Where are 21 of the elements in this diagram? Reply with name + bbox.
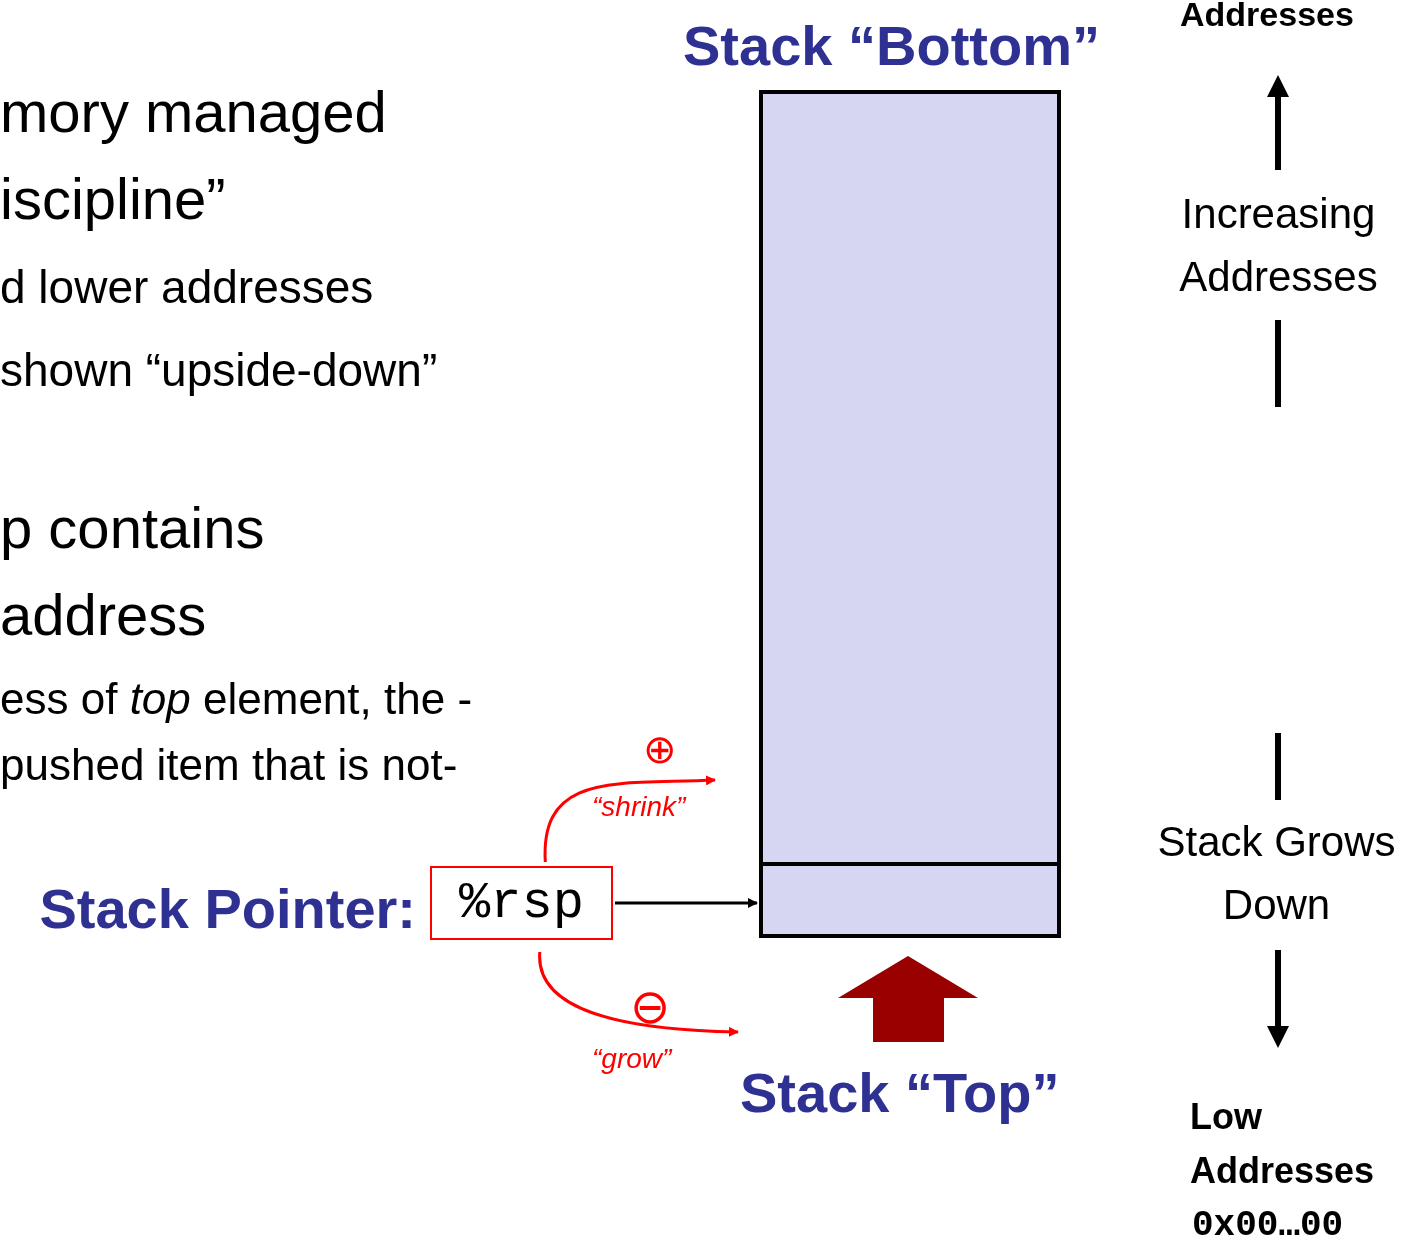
arrow bbox=[615, 898, 758, 908]
bullet-text: ess of top element, the -pushed item that is not- bbox=[0, 673, 474, 791]
axis-label: Stack Grows Down bbox=[1156, 817, 1397, 930]
pointer-label: Stack Pointer: bbox=[39, 876, 416, 942]
plus-sign: ⊕ bbox=[643, 726, 677, 773]
edge-label: “shrink” bbox=[592, 790, 686, 824]
arrow bbox=[538, 951, 739, 1037]
bullet-text: p contains address bbox=[0, 494, 266, 649]
axis-label: Addresses bbox=[1180, 0, 1354, 34]
heading: Stack “Bottom” bbox=[683, 13, 1100, 79]
address-value: 0x00…00 bbox=[1192, 1204, 1344, 1248]
bullet-text: shown “upside-down” bbox=[0, 343, 438, 398]
minus-sign: ⊖ bbox=[630, 979, 670, 1035]
arrow bbox=[543, 775, 716, 863]
axis-label: Increasing Addresses bbox=[1178, 189, 1379, 302]
edge-label: “grow” bbox=[592, 1042, 672, 1076]
register-box: %rsp bbox=[430, 866, 613, 940]
axis-label: Low Addresses bbox=[1190, 1095, 1376, 1193]
heading: Stack “Top” bbox=[740, 1060, 1060, 1126]
bullet-text: mory managed iscipline” bbox=[0, 78, 388, 233]
bullet-text: d lower addresses bbox=[0, 260, 374, 315]
